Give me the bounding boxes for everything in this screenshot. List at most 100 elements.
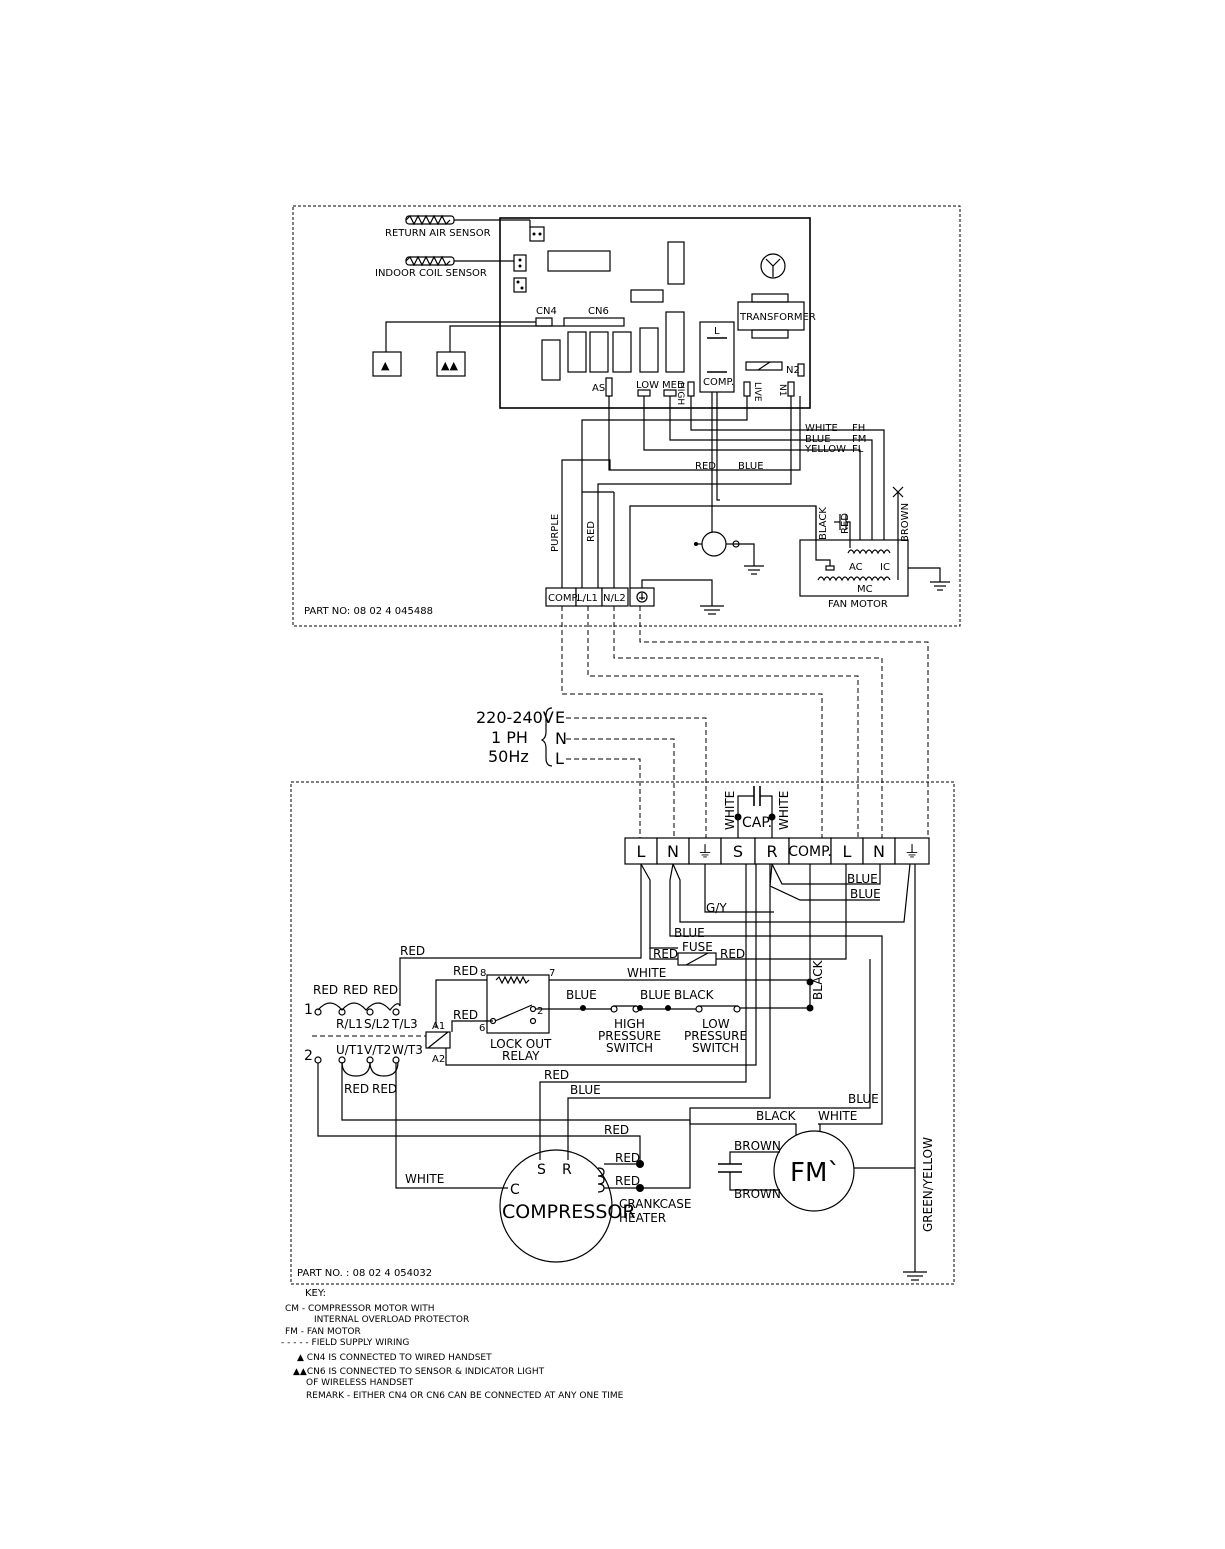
red-ch-1-label: RED [615, 1151, 640, 1165]
blue-fm-wire-label: BLUE [848, 1092, 879, 1106]
red-bot-2-label: RED [372, 1082, 397, 1096]
cap-white-right-label: WHITE [777, 791, 791, 830]
red-cont-2-label: RED [343, 983, 368, 997]
key-remark: REMARK - EITHER CN4 OR CN6 CAN BE CONNEC… [306, 1391, 624, 1401]
ut1-label: U/T1 [336, 1043, 364, 1057]
cap-white-left-label: WHITE [723, 791, 737, 830]
relay-6 [665, 311, 685, 373]
indoor-fan-motor: AC IC MC FAN MOTOR BLACK RED BROWN [799, 486, 950, 610]
compressor: S R C COMPRESSOR RED RED CRANKCASE HEATE… [499, 1149, 691, 1263]
key-cn4: ▲ CN4 IS CONNECTED TO WIRED HANDSET [297, 1353, 492, 1363]
contactor: RED RED RED 1 2 R/L1 S/L2 T/L3 U/T1 V/T2… [304, 864, 757, 1096]
outdoor-terminal-7 [830, 837, 864, 865]
relay-5 [639, 327, 659, 373]
transformer-label: TRANSFORMER [739, 312, 816, 323]
outdoor-terminal-5 [754, 837, 790, 865]
supply-e: E [555, 708, 565, 727]
compressor-c-label: C [510, 1182, 520, 1198]
live-label: LIVE [752, 382, 762, 402]
mc-label: MC [857, 584, 873, 595]
red-long-wire-label: RED [604, 1123, 629, 1137]
return-air-sensor: RETURN AIR SENSOR [385, 214, 531, 239]
blue-hp2-wire-label: BLUE [640, 988, 671, 1002]
lock-out-relay: 8 7 6 2 LOCK OUT RELAY [479, 968, 555, 1063]
n2-pin [797, 363, 805, 377]
low-label: LOW [636, 380, 659, 391]
outdoor-terminal-5-label: R [766, 842, 777, 861]
cn6-connector [563, 317, 625, 327]
cn4-connector [535, 317, 553, 327]
relay-4 [612, 331, 632, 373]
yellow-fl-wire-label: YELLOW [804, 444, 846, 455]
field-supply-wiring [561, 606, 929, 838]
pin-8-label: 8 [480, 968, 486, 979]
supply-frequency: 50Hz [488, 747, 529, 766]
outdoor-terminal-4-label: S [733, 842, 743, 861]
wireless-handset-box [436, 351, 466, 377]
pin-2-label: 2 [537, 1006, 543, 1017]
outdoor-unit: WHITE WHITE CAP. L N ⏚ S R COMP. L N ⏚ [290, 781, 955, 1285]
wt3-label: W/T3 [392, 1043, 423, 1057]
fh-label: FH [852, 423, 865, 434]
crankcase-heater-coil [597, 1167, 605, 1193]
return-air-sensor-label: RETURN AIR SENSOR [385, 228, 491, 239]
supply-bracket [540, 707, 553, 767]
blue-wire-b-label: BLUE [850, 887, 881, 901]
outdoor-terminal-8-label: N [873, 842, 885, 861]
red-8-wire-label: RED [453, 964, 478, 978]
low-label: LOW [702, 1017, 730, 1031]
white-relay-wire-label: WHITE [627, 966, 666, 980]
pin-6-label: 6 [479, 1023, 485, 1034]
outdoor-terminal-7-label: L [843, 842, 852, 861]
brown-2-label: BROWN [734, 1187, 781, 1201]
comp-relay-l-label: L [714, 326, 720, 337]
sensor-connector-3 [513, 277, 527, 293]
key-cm-line1: CM - COMPRESSOR MOTOR WITH [285, 1304, 435, 1314]
contact-2-label: 2 [304, 1048, 313, 1064]
fan-motor-label: FAN MOTOR [828, 599, 888, 610]
buzzer [760, 253, 786, 279]
wired-handset-box [372, 351, 402, 377]
black-lp-wire-label: BLACK [674, 988, 715, 1002]
red-bot-1-label: RED [344, 1082, 369, 1096]
indoor-unit: RETURN AIR SENSOR INDOOR COIL SENSOR [292, 205, 961, 627]
med-label: MED [662, 380, 685, 391]
lock-out-label: LOCK OUT [490, 1037, 552, 1051]
compressor-label: COMPRESSOR [502, 1201, 636, 1223]
key-cm-line2: INTERNAL OVERLOAD PROTECTOR [314, 1315, 469, 1325]
indoor-coil-sensor-label: INDOOR COIL SENSOR [375, 268, 487, 279]
outdoor-terminal-9 [894, 837, 930, 865]
outdoor-terminal-6-label: COMP. [788, 844, 832, 860]
key-cn6-line2: OF WIRELESS HANDSET [306, 1378, 414, 1388]
high-pressure-switch: HIGH PRESSURE SWITCH [598, 1005, 696, 1055]
fuse-red-left-label: RED [653, 947, 678, 961]
outdoor-terminal-4 [720, 837, 756, 865]
outdoor-terminal-1-label: L [637, 842, 646, 861]
sensor-connector-1 [529, 226, 545, 242]
indoor-terminal-l1-label: L/L1 [577, 593, 598, 604]
control-pcb: TRANSFORMER CN4 CN6 L COMP. N2 AS LOW [499, 217, 816, 409]
red-ch-2-label: RED [615, 1174, 640, 1188]
outdoor-terminal-9-label: ⏚ [904, 842, 920, 861]
indoor-part-number: PART NO: 08 02 4 045488 [304, 606, 433, 617]
red-6-wire-label: RED [453, 1008, 478, 1022]
tl3-label: T/L3 [391, 1017, 418, 1031]
red-top-wire-label: RED [400, 944, 425, 958]
supply-voltage: 220-240V [476, 708, 554, 727]
swing-motor [694, 530, 764, 575]
key-cn6-line1: ▲▲CN6 IS CONNECTED TO SENSOR & INDICATOR… [293, 1367, 545, 1377]
main-winding [817, 576, 891, 582]
indoor-terminal-n2 [601, 587, 629, 607]
low-pressure-switch: LOW PRESSURE SWITCH [684, 1005, 747, 1055]
comp-relay-comp-label: COMP. [703, 377, 734, 388]
sensor-connector-2 [513, 254, 527, 272]
outdoor-terminal-2-label: N [667, 842, 679, 861]
red-cont-1-label: RED [313, 983, 338, 997]
pin-7-label: 7 [549, 968, 555, 979]
relay-3 [589, 331, 609, 373]
black-fm-wire-label: BLACK [756, 1109, 797, 1123]
outdoor-terminal-8 [862, 837, 896, 865]
outdoor-unit-border [290, 781, 955, 1285]
cn4-lead [385, 321, 536, 352]
